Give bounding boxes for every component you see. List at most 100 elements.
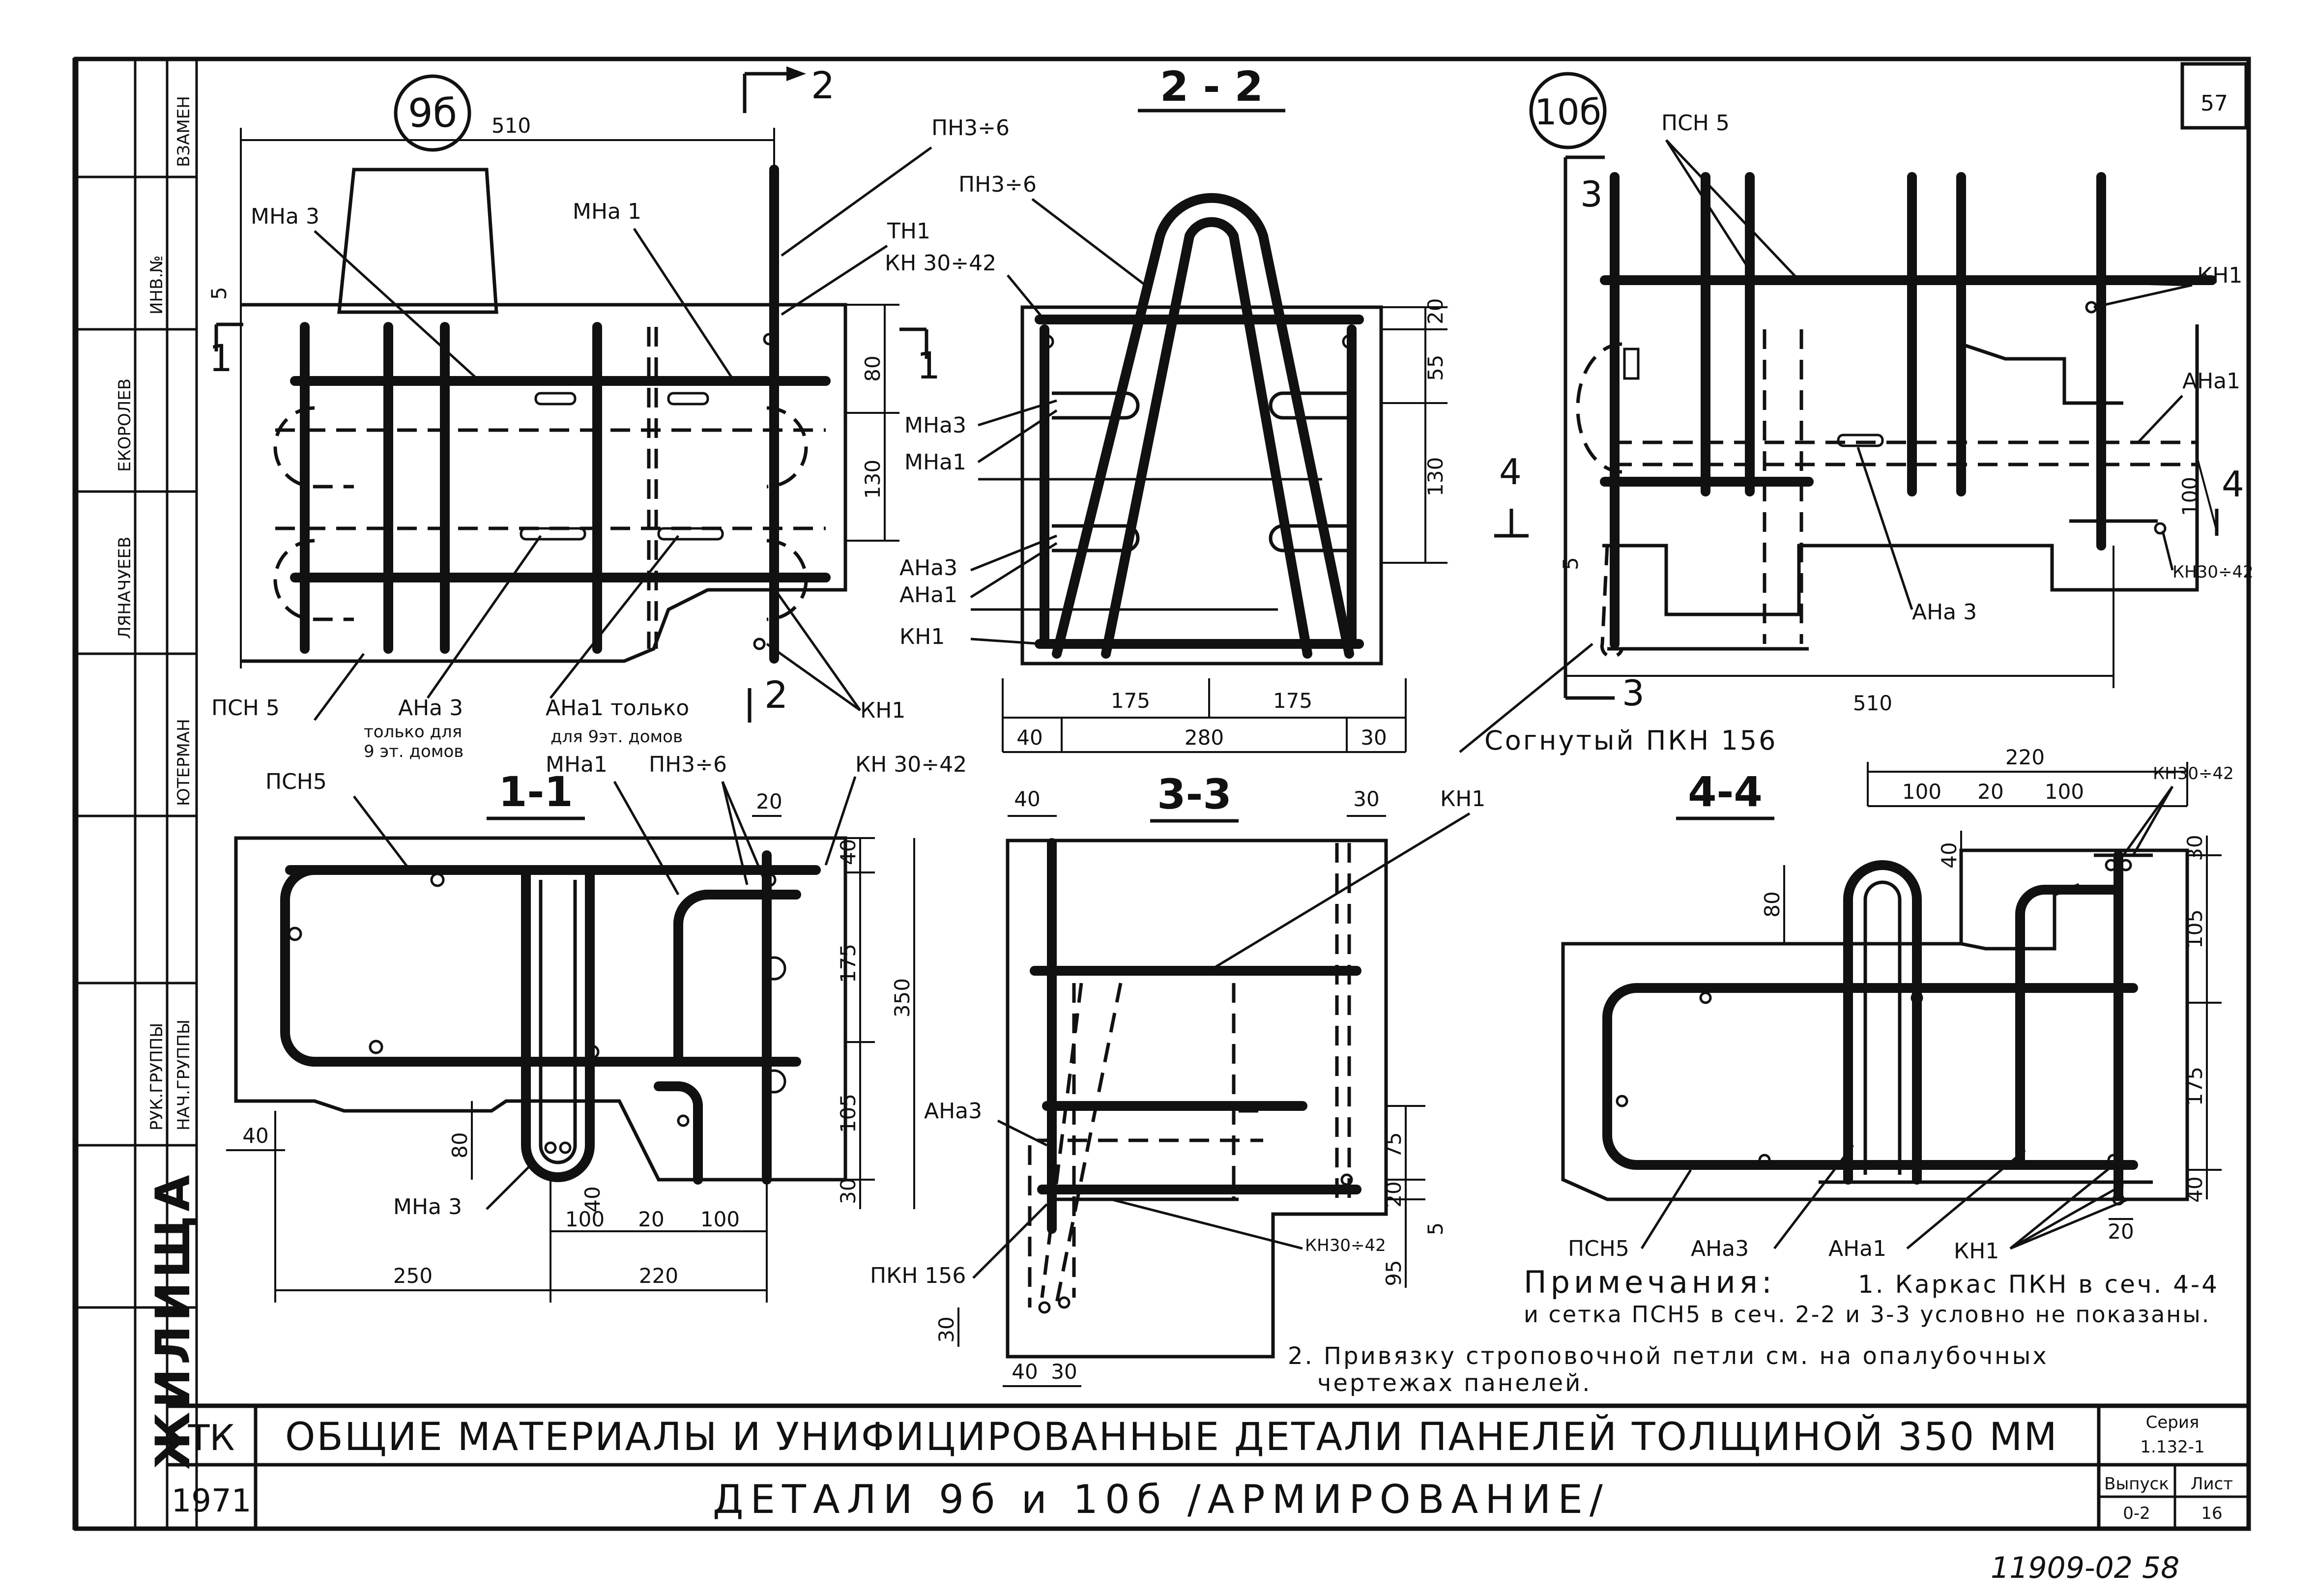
stamp-bottom: 11909-02 58 [1991,1551,2179,1585]
label-11-kn30-42: КН 30÷42 [855,752,967,777]
dim-11-250: 250 [393,1264,433,1288]
sheet-value: 16 [2201,1504,2222,1523]
page-number: 57 [2200,91,2228,116]
stamp-cell-yuterman: ЮТЕРМАН [174,719,194,806]
dim-11-20: 20 [756,789,782,813]
dim-33-5: 5 [1423,1222,1448,1236]
stamp-cell-korolev: ЕКОРОЛЕВ [115,378,135,472]
note-1-line-1: 1. Каркас ПКН в сеч. 4-4 [1858,1270,2219,1299]
note-2-line-1: 2. Привязку строповочной петли см. на оп… [1288,1342,2049,1370]
title-2-2: 2 - 2 [1160,62,1263,111]
dim-11-20b: 20 [638,1207,664,1231]
marker-circle-9b [394,74,471,152]
label-22-mna1: МНа1 [904,450,966,475]
dim-22-280: 280 [1185,725,1224,750]
label-9b-pn3-6: ПН3÷6 [931,116,1010,141]
marker-10b: 10б [1534,91,1601,133]
title-year: 1971 [172,1483,252,1519]
section-mark-4-left: 4 [1499,451,1522,493]
label-11-mna3: МНа 3 [393,1194,462,1219]
dim-11-40l: 40 [242,1124,268,1148]
label-22-pn3-6: ПН3÷6 [958,172,1037,197]
notes-heading: Примечания: [1524,1264,1776,1300]
label-11-pn3-6: ПН3÷6 [649,752,727,777]
dim-22-30: 30 [1361,725,1387,750]
dim-11-80: 80 [448,1132,472,1158]
label-9b-psn5: ПСН 5 [211,696,280,721]
dim-33-95: 95 [1382,1260,1406,1286]
section-mark-3-bottom: 3 [1622,672,1645,714]
section-mark-2-bottom: 2 [764,673,788,717]
concrete-lug [337,168,498,314]
stamp-cell-ruk-gruppy: РУК.ГРУППЫ [147,1023,167,1131]
label-22-ana3: АНа3 [899,555,957,580]
title-block: ТК 1971 ОБЩИЕ МАТЕРИАЛЫ И УНИФИЦИРОВАННЫ… [167,1403,2249,1529]
note-2-line-2: чертежах панелей. [1317,1369,1592,1397]
label-10b-kn1: КН1 [2197,263,2242,288]
label-33-kn1: КН1 [1440,786,1485,812]
label-44-kn30-42: КН30÷42 [2153,764,2234,783]
dim-44-220: 220 [2005,745,2045,769]
title-sub: ДЕТАЛИ 9б и 10б /АРМИРОВАНИЕ/ [713,1477,1610,1522]
dim-9b-80: 80 [861,355,885,381]
dim-44-175: 175 [2183,1067,2207,1106]
title-main: ОБЩИЕ МАТЕРИАЛЫ И УНИФИЦИРОВАННЫЕ ДЕТАЛИ… [285,1414,2058,1459]
title-code: ТК [187,1417,234,1458]
dim-44-40: 40 [1937,842,1961,868]
label-9b-mna3: МНа 3 [251,204,319,229]
dim-33-30: 30 [1353,787,1379,811]
label-44-kn1: КН1 [1954,1239,1999,1264]
dim-33-30b: 30 [1051,1360,1077,1384]
dim-22-175b: 175 [1273,689,1312,713]
dim-11-30: 30 [836,1178,860,1204]
section-mark-4-right: 4 [2222,464,2244,505]
label-11-psn5: ПСН5 [265,769,327,794]
title-1-1: 1-1 [498,768,573,816]
label-22-ana1: АНа1 [899,582,957,608]
label-9b-ana3: АНа 3 [398,696,463,721]
label-10b-ana1: АНа1 [2182,369,2240,394]
label-33-ana3: АНа3 [924,1099,982,1124]
marker-circle-10b [1529,72,1607,149]
label-9b-ana3-note2: 9 эт. домов [364,742,463,761]
dim-22-130: 130 [1423,457,1448,496]
label-9b-mna1: МНа 1 [573,199,641,224]
section-mark-2: 2 [811,63,835,107]
dim-33-20: 20 [1382,1181,1406,1207]
view-4-4: 4-4 220 100 20 100 80 40 [1561,745,2234,1264]
note-1-line-2: и сетка ПСН5 в сеч. 2-2 и 3-3 условно не… [1524,1301,2210,1328]
label-10b-bent-pkn: Согнутый ПКН 156 [1484,725,1778,756]
title-3-3: 3-3 [1157,770,1232,818]
label-9b-kn1: КН1 [860,698,905,723]
dim-10b-5: 5 [1559,557,1583,570]
notes: Примечания: 1. Каркас ПКН в сеч. 4-4 и с… [1288,1264,2219,1397]
label-33-pkn156: ПКН 156 [870,1263,966,1288]
label-11-mna1: МНа1 [546,752,608,777]
dim-33-40: 40 [1014,787,1040,811]
stamp-cell-nachuev: ЛЯНАЧУЕЕВ [115,537,135,639]
dim-44-20b: 20 [2108,1219,2134,1244]
dim-44-40b: 40 [2183,1176,2207,1202]
dim-22-20: 20 [1423,298,1448,324]
label-9b-ana3-note1: только для [364,722,462,742]
series-label: Серия [2146,1413,2200,1432]
section-mark-3-top: 3 [1580,174,1603,215]
view-10b: 10б 3 3 4 4 [1459,72,2254,756]
sheet-label: Лист [2191,1474,2233,1494]
label-22-kn30-42: КН 30÷42 [885,251,996,276]
dim-9b-5: 5 [207,287,231,300]
dim-11-350: 350 [890,978,914,1017]
label-22-kn1: КН1 [899,624,945,649]
side-stamp: ВЗАМЕН ИНВ.№ ЕКОРОЛЕВ ЛЯНАЧУЕЕВ ЮТЕРМАН … [72,58,201,1530]
dim-11-100b: 100 [700,1207,740,1231]
dim-10b-100: 100 [2178,477,2202,516]
dim-11-40b: 40 [580,1186,605,1212]
label-10b-ana3: АНа 3 [1912,600,1977,625]
label-44-ana3: АНа3 [1691,1236,1749,1261]
dim-11-175: 175 [836,944,860,983]
dim-22-40: 40 [1016,725,1042,750]
dim-33-30l: 30 [934,1316,958,1342]
view-2-2: 2 - 2 20 55 130 175 [885,62,1448,753]
dim-44-30: 30 [2183,835,2207,861]
